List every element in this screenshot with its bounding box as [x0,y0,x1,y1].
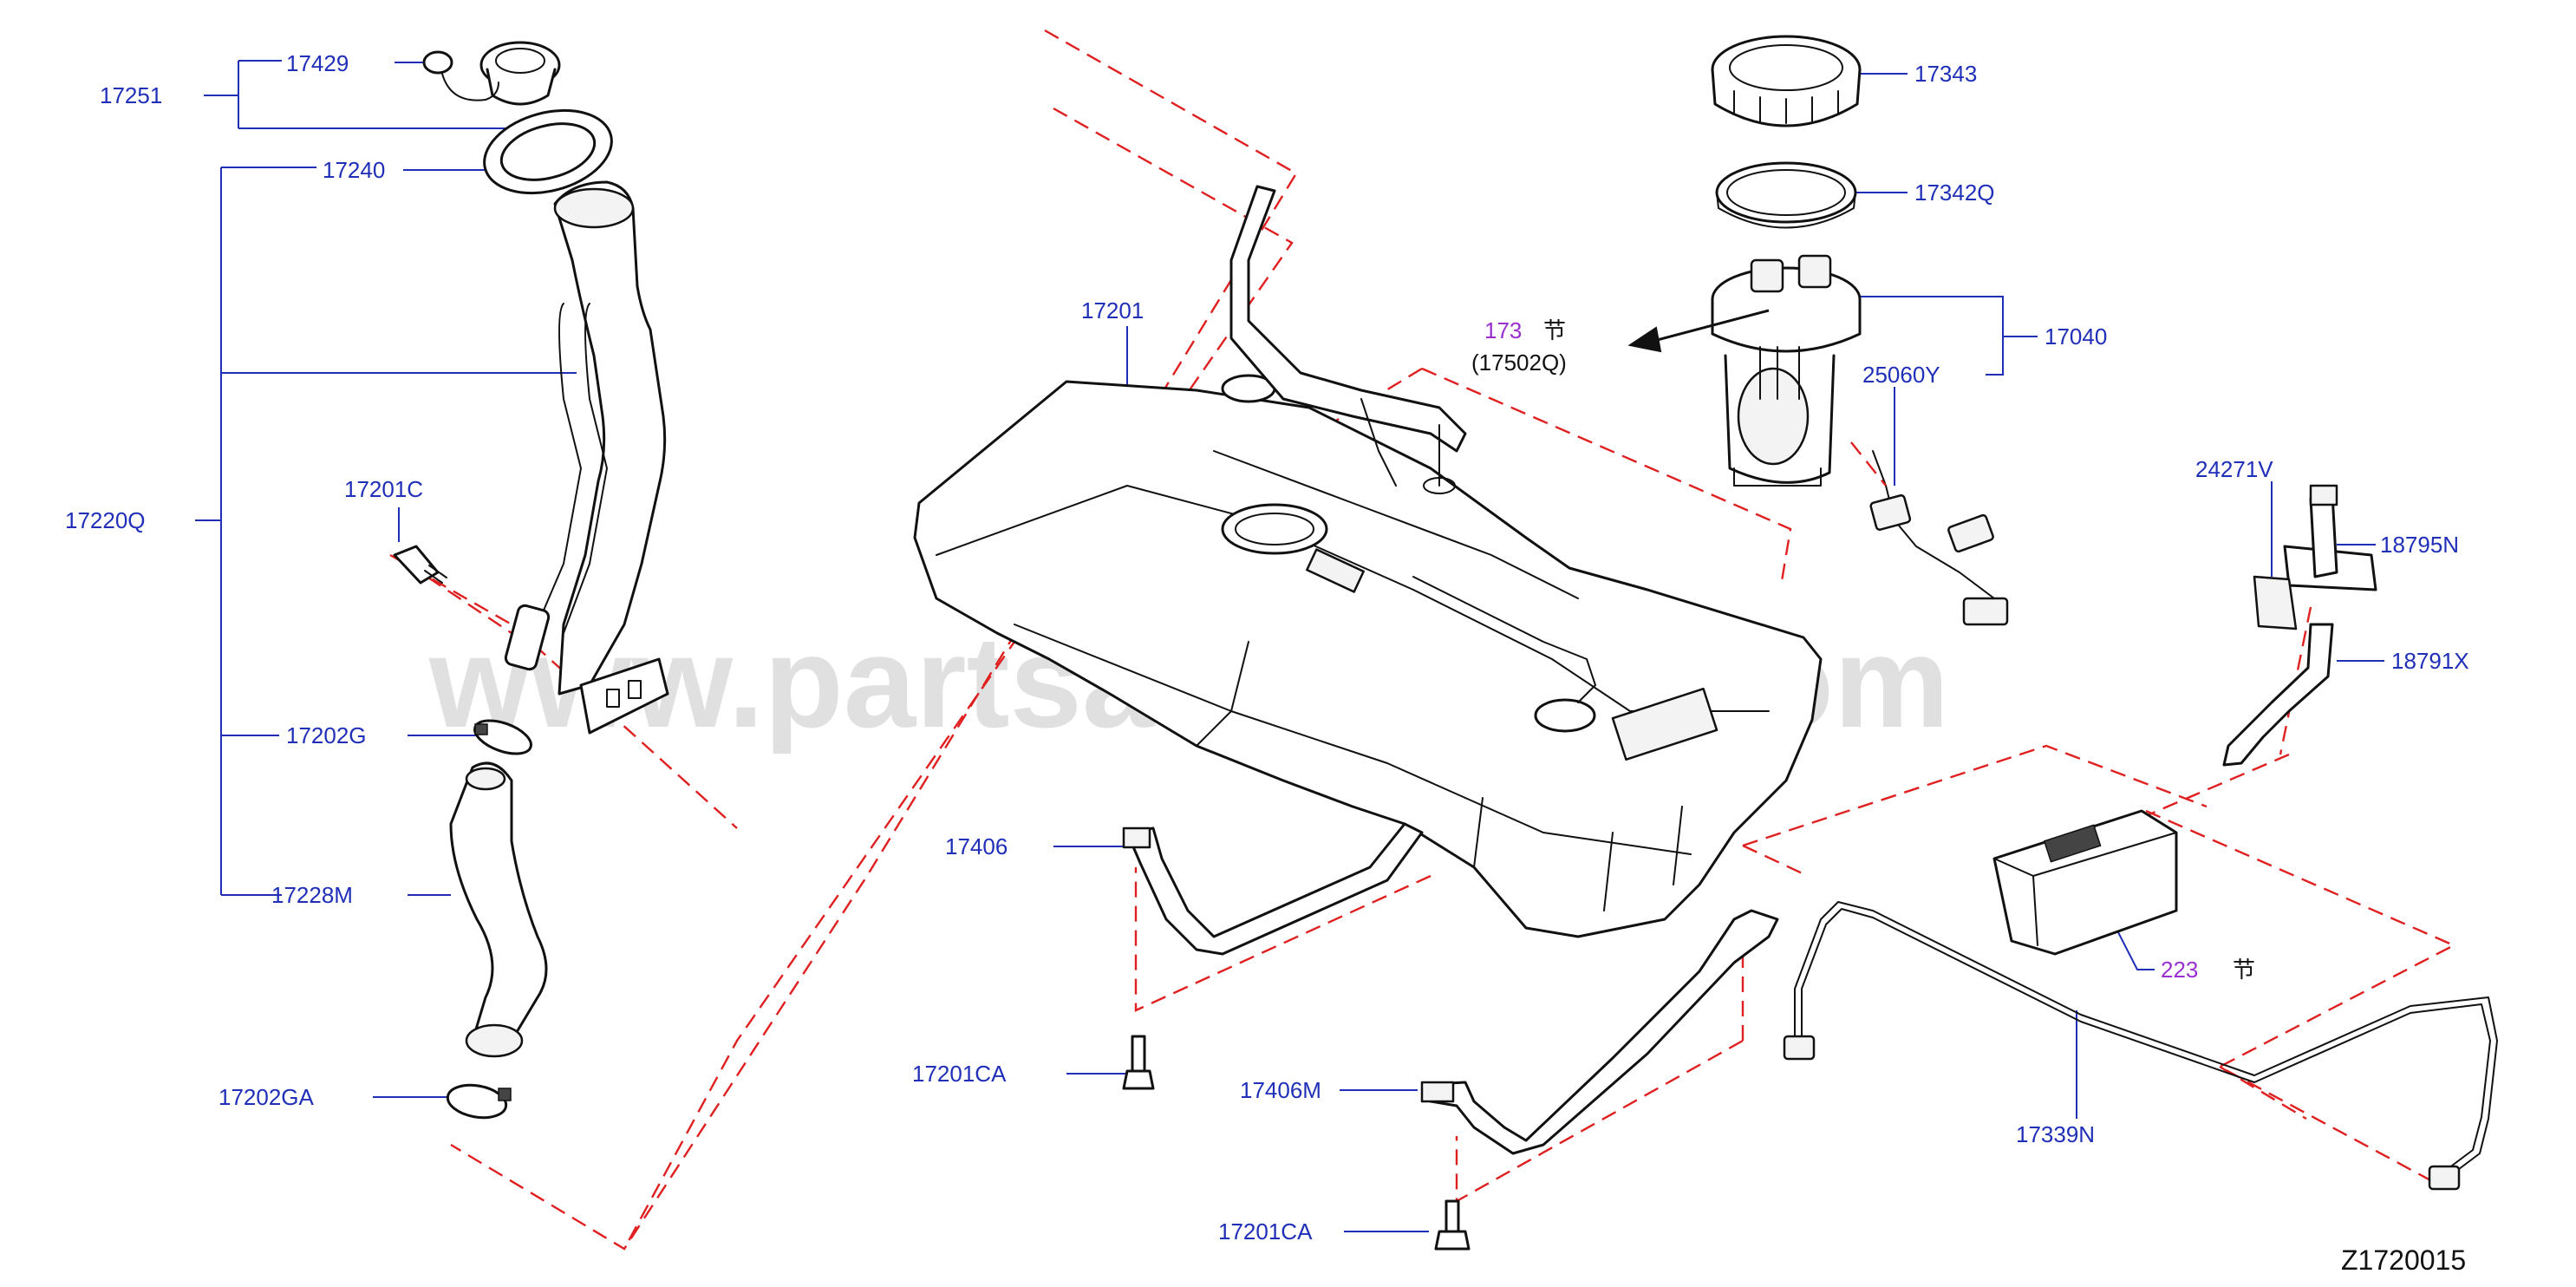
ref-17502Q: (17502Q) [1471,350,1567,376]
ref-173-section-char: 节 [1543,317,1566,343]
bolt-17201C [393,545,447,585]
canister [1992,809,2178,956]
label-17201CA-1[interactable]: 17201CA [912,1061,1007,1087]
label-17339N[interactable]: 17339N [2016,1121,2095,1147]
label-17251[interactable]: 17251 [100,82,162,108]
label-17201CA-2[interactable]: 17201CA [1218,1218,1313,1245]
cap-tether-clip [422,50,499,101]
vent-tube [1229,185,1596,703]
lock-ring-17343 [1711,35,1862,127]
tank-strap-17406 [1122,822,1424,956]
filler-mount-bracket [579,657,669,735]
label-17040[interactable]: 17040 [2044,323,2107,350]
ref-173-number[interactable]: 173 [1484,317,1522,343]
label-17202GA[interactable]: 17202GA [218,1084,315,1110]
label-17406M[interactable]: 17406M [1240,1077,1321,1103]
label-17228M[interactable]: 17228M [271,882,353,908]
label-18791X[interactable]: 18791X [2391,648,2469,674]
gasket-17342Q [1715,161,1857,229]
leader-lines [195,60,2384,1232]
filler-tube [504,180,667,696]
ref-223-number[interactable]: 223 [2161,957,2198,983]
reference-labels: 173 节 (17502Q) 223 节 [1471,317,2255,983]
vapor-tube-17339N [1783,901,2498,1191]
label-18795N[interactable]: 18795N [2380,532,2459,558]
bolt-17201CA-2 [1434,1199,1471,1251]
label-17201[interactable]: 17201 [1081,297,1144,323]
direction-arrow [1627,309,1770,353]
hose-18791X [2222,623,2334,767]
label-25060Y[interactable]: 25060Y [1862,362,1940,388]
label-17202G[interactable]: 17202G [286,722,367,748]
filler-cap [479,41,561,106]
ref-223-section-char: 节 [2233,957,2255,983]
label-plate-24271V [2253,575,2298,630]
label-17343[interactable]: 17343 [1914,61,1977,87]
fuel-pump-17040 [1711,254,1862,487]
label-17406[interactable]: 17406 [945,833,1008,859]
label-17240[interactable]: 17240 [323,157,385,183]
label-17220Q[interactable]: 17220Q [65,507,146,533]
diagram-code: Z1720015 [2341,1245,2466,1276]
valve-18795N [2283,484,2377,591]
filler-hose [449,761,548,1058]
bolt-17201CA-1 [1122,1035,1155,1090]
hose-clamp-17202G [473,719,532,755]
part-labels: 17429 17251 17240 17220Q 17201C 17202G 1… [65,50,2469,1245]
label-17342Q[interactable]: 17342Q [1914,180,1995,206]
label-24271V[interactable]: 24271V [2195,456,2273,482]
tank-strap-17406M [1420,909,1779,1155]
label-17429[interactable]: 17429 [286,50,349,76]
fuel-tank [913,374,1823,938]
hose-clamp-17202GA [446,1083,512,1120]
sender-unit-25060Y [1850,441,2009,626]
filler-ring [483,108,613,195]
label-17201C[interactable]: 17201C [344,476,423,502]
